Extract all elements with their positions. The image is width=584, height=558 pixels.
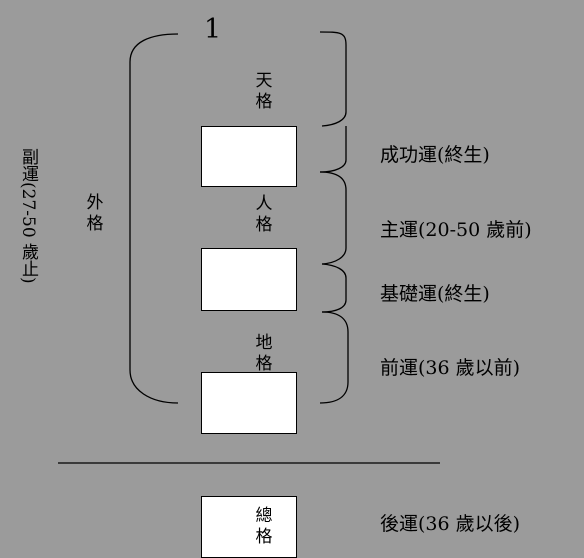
side-label: 副運(27-50 歲止) xyxy=(18,148,38,284)
main-fortune-label: 主運(20-50 歲前) xyxy=(380,219,532,241)
total-grid-label: 總格 xyxy=(255,506,273,547)
back-fortune-label: 後運(36 歲以後) xyxy=(380,513,521,535)
front-bracket xyxy=(319,311,349,404)
outer-bracket xyxy=(129,33,179,404)
heaven-grid-box xyxy=(201,126,297,187)
person-grid-label: 人格 xyxy=(255,194,273,235)
foundation-fortune-label: 基礎運(終生) xyxy=(380,283,490,305)
foundation-bracket xyxy=(321,263,347,313)
main-bracket xyxy=(319,171,347,265)
outer-label: 外格 xyxy=(86,193,104,234)
front-fortune-label: 前運(36 歲以前) xyxy=(380,357,521,379)
title-number: 1 xyxy=(204,14,222,45)
success-fortune-label: 成功運(終生) xyxy=(380,144,490,166)
heaven-grid-label: 天格 xyxy=(255,71,273,112)
person-grid-box xyxy=(201,248,297,311)
total-grid-box xyxy=(201,496,297,558)
success-bracket xyxy=(319,31,347,173)
earth-grid-label: 地格 xyxy=(255,333,273,374)
earth-grid-box xyxy=(201,372,297,434)
